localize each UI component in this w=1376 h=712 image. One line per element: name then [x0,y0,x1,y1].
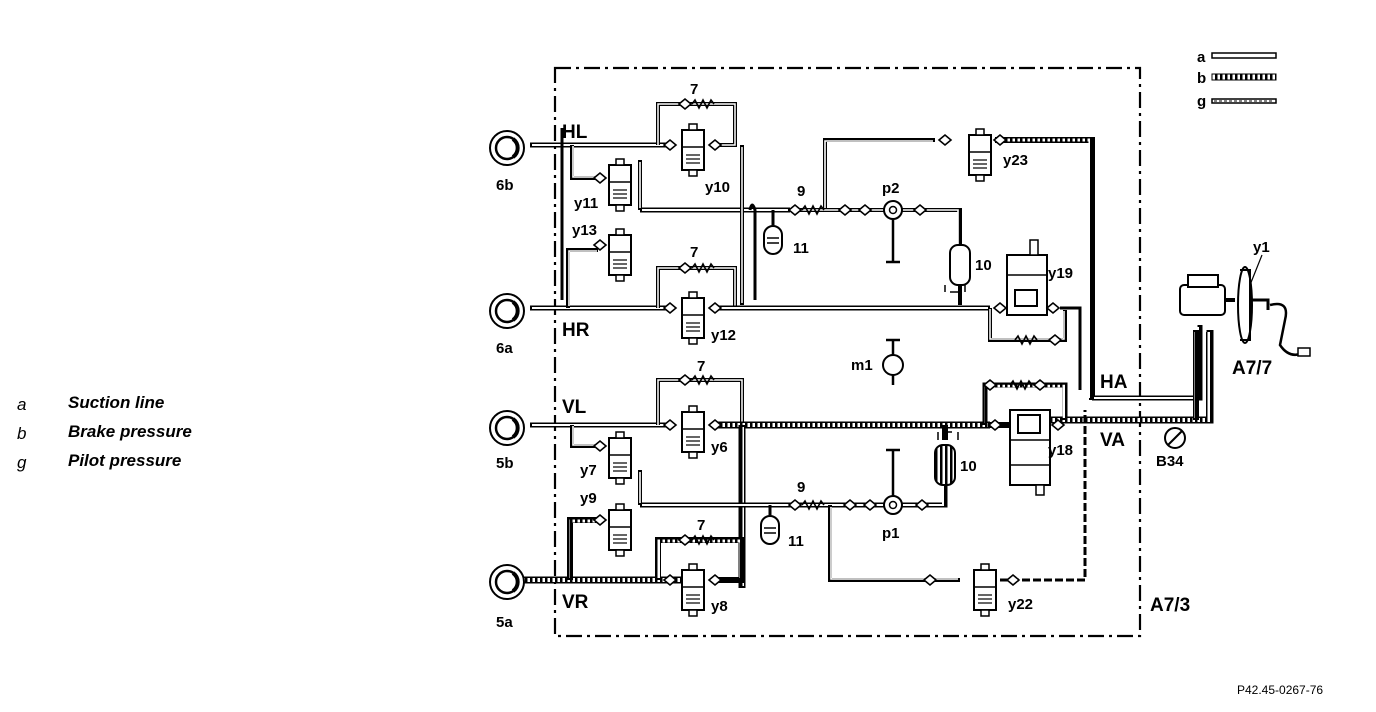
label-hr: HR [562,320,590,341]
pressure-sensor-b34 [1164,427,1186,449]
valve-y9 [608,503,632,557]
label-9-rear: 9 [797,183,805,200]
valve-y6 [681,405,705,459]
label-p1: p1 [882,525,900,542]
label-y10: y10 [705,179,730,196]
valve-y12 [681,291,705,345]
wheel-brake-6b [488,129,526,167]
label-ha: HA [1100,372,1128,393]
label-b34: B34 [1156,453,1184,470]
valve-y19 [1006,239,1048,316]
label-7-vr: 7 [697,517,705,534]
label-y11: y11 [574,195,598,212]
legend-key-b: b [17,424,27,443]
pump-p1 [883,495,903,515]
label-7-hr: 7 [690,244,698,261]
line-key-g: g [1197,93,1206,110]
label-y8: y8 [711,598,728,615]
valve-y8 [681,563,705,617]
legend-suction-line: Suction line [68,393,165,412]
valve-y10 [681,123,705,177]
module-border-a73 [553,66,1142,638]
label-y7: y7 [580,462,597,479]
label-10-front: 10 [960,458,977,475]
valve-y13 [608,228,632,282]
wheel-brake-5b [488,409,526,447]
label-vl: VL [562,397,587,418]
damper-10-front [934,431,959,486]
pump-motor-m1 [882,354,904,376]
label-10-rear: 10 [975,257,992,274]
line-key-a: a [1197,49,1206,66]
figure-code: P42.45-0267-76 [1237,683,1323,697]
valve-y18 [1009,409,1051,496]
label-11-rear: 11 [793,240,809,257]
label-y23: y23 [1003,152,1028,169]
label-7-hl: 7 [690,81,698,98]
label-5a: 5a [496,614,513,631]
line-type-key: a b g [1197,49,1277,110]
wheel-brake-6a [488,292,526,330]
valve-y11 [608,158,632,212]
label-vr: VR [562,592,589,613]
legend-key-g: g [17,453,27,472]
label-y1: y1 [1253,239,1270,256]
label-9-front: 9 [797,479,805,496]
brake-booster-a77 [1179,254,1311,357]
label-y9: y9 [580,490,597,507]
label-m1: m1 [851,357,873,374]
label-11-front: 11 [788,533,804,550]
pump-p2 [883,200,903,220]
valve-y22 [973,563,997,617]
label-p2: p2 [882,180,900,197]
label-7-vl: 7 [697,358,705,375]
accumulator-11-front [760,515,780,545]
label-6b: 6b [496,177,514,194]
label-y12: y12 [711,327,736,344]
wheel-brake-5a [488,563,526,601]
label-y22: y22 [1008,596,1033,613]
line-key-b: b [1197,70,1206,87]
label-y6: y6 [711,439,728,456]
label-a77: A7/7 [1232,358,1272,379]
accumulator-11-rear [763,225,783,255]
label-5b: 5b [496,455,514,472]
valve-y7 [608,431,632,485]
label-hl: HL [562,122,588,143]
legend-brake-pressure: Brake pressure [68,422,192,441]
label-y13: y13 [572,222,597,239]
legend-pilot-pressure: Pilot pressure [68,451,182,470]
damper-10-rear [944,244,971,293]
label-va: VA [1100,430,1125,451]
legend-key-a: a [17,395,27,414]
label-y19: y19 [1048,265,1073,282]
label-a73: A7/3 [1150,595,1190,616]
label-6a: 6a [496,340,513,357]
valve-y23 [968,128,992,182]
label-y18: y18 [1048,442,1073,459]
diagram-labels: HL HR VL VR HA VA 6b 6a 5b 5a y10 y11 y1… [496,81,1323,697]
